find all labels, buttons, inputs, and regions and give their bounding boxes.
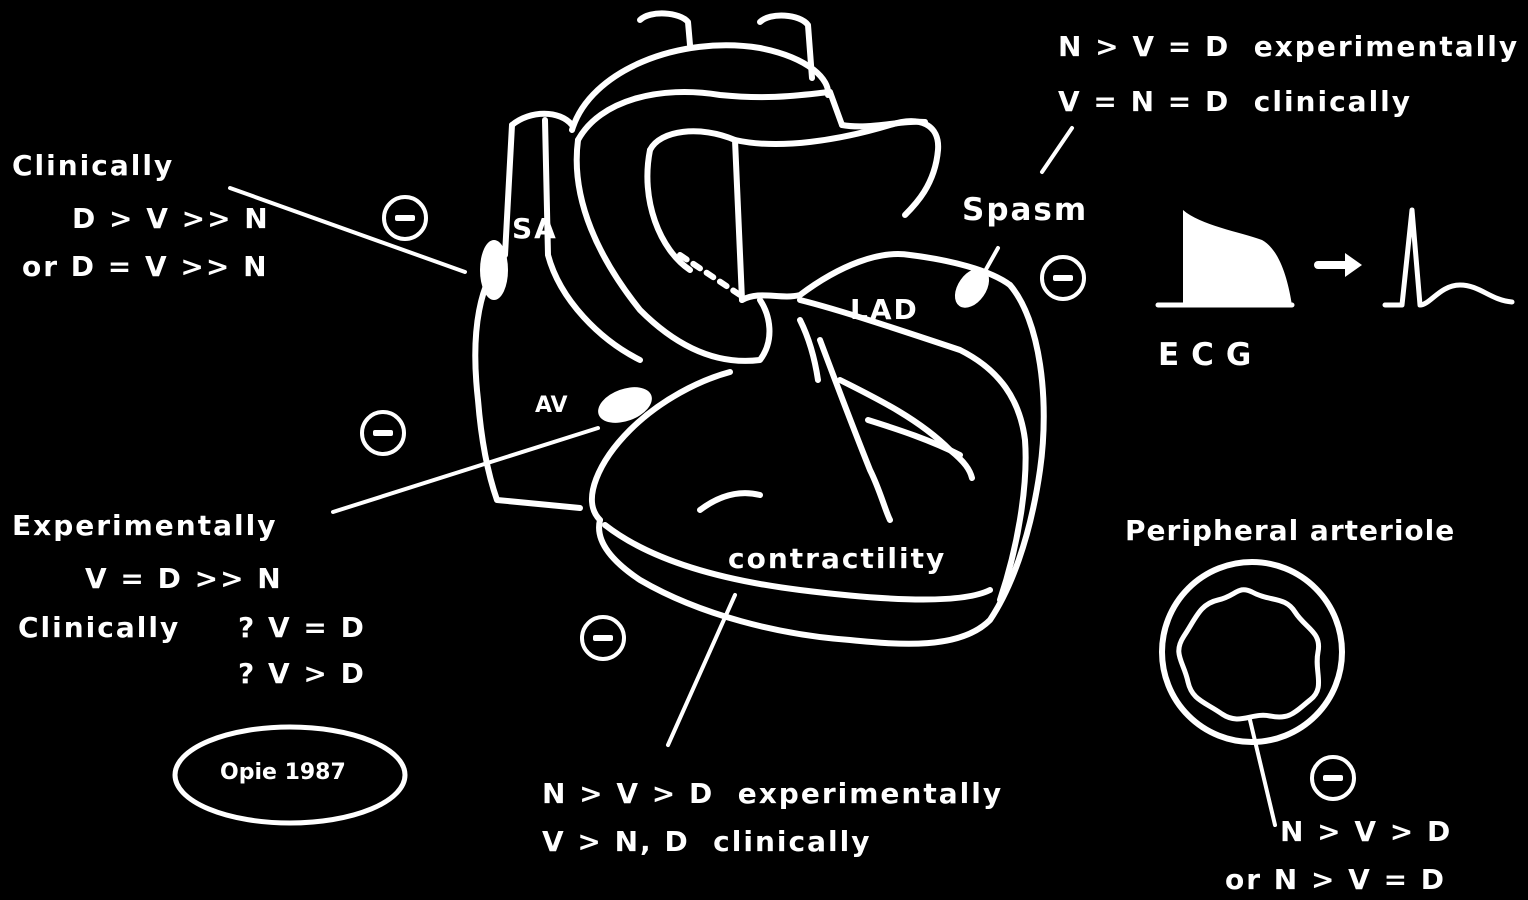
ecg-arrow-head: [1345, 253, 1362, 277]
av-node-label: AV: [535, 395, 568, 417]
av-experimentally-label: Experimentally: [12, 512, 277, 540]
arteriole-lumen: [1179, 590, 1319, 719]
arteriole-cross-section-icon: [1162, 562, 1342, 742]
sa-clinically-label: Clinically: [12, 152, 174, 180]
lad-label: LAD: [850, 296, 919, 324]
ecg-normal-trace: [1385, 210, 1512, 305]
sa-ranking-1: D > V >> N: [72, 205, 270, 233]
leader-contractility: [668, 595, 735, 745]
aorta-outer: [572, 45, 828, 130]
aorta-vessel-1: [640, 13, 690, 45]
credit-label: Opie 1987: [220, 762, 346, 784]
branch-2: [840, 380, 972, 478]
arteriole-title: Peripheral arteriole: [1125, 517, 1455, 545]
sa-node: [480, 240, 508, 300]
branch-5: [800, 320, 818, 380]
av-ranking-clinical-2: ? V > D: [238, 660, 366, 688]
minus-in-circle-icon: [1040, 255, 1086, 301]
arteriole-ranking-2: or N > V = D: [1225, 866, 1446, 894]
ecg-st-elevation: [1158, 210, 1292, 305]
ecg-waveform-icon: [1158, 210, 1512, 305]
branch-3: [868, 420, 960, 455]
branch-4: [700, 493, 760, 510]
svc-inner: [545, 120, 640, 360]
pulmonary-trunk: [650, 131, 742, 300]
pulmonary-trunk-inner: [647, 150, 690, 270]
leader-arteriole: [1250, 720, 1275, 825]
minus-in-circle-icon: [360, 410, 406, 456]
sa-node-label: SA: [512, 215, 558, 243]
leader-spasm-top: [1042, 128, 1072, 172]
arteriole-ranking-1: N > V > D: [1280, 818, 1452, 846]
pulmonary-branch: [735, 121, 938, 215]
pulmonary-left: [842, 122, 925, 127]
spasm-label: Spasm: [962, 195, 1088, 226]
av-node: [593, 380, 657, 429]
branch-1: [820, 340, 890, 520]
contractility-ranking-clinical: V > N, D clinically: [542, 828, 871, 856]
minus-in-circle-icon: [1310, 755, 1356, 801]
dashed-line: [680, 255, 740, 295]
sa-ranking-2: or D = V >> N: [22, 253, 269, 281]
spasm-ranking-experimental: N > V = D experimentally: [1058, 33, 1519, 61]
spasm-ranking-clinical: V = N = D clinically: [1058, 88, 1412, 116]
minus-in-circle-icon: [382, 195, 428, 241]
contractility-ranking-experimental: N > V > D experimentally: [542, 780, 1003, 808]
av-ranking-clinical-1: ? V = D: [238, 614, 366, 642]
contractility-label: contractility: [728, 545, 946, 573]
minus-in-circle-icon: [580, 615, 626, 661]
av-ranking-experimental: V = D >> N: [85, 565, 283, 593]
ecg-label: ECG: [1158, 340, 1263, 371]
svc-top: [512, 114, 572, 125]
av-clinically-label: Clinically: [18, 614, 180, 642]
